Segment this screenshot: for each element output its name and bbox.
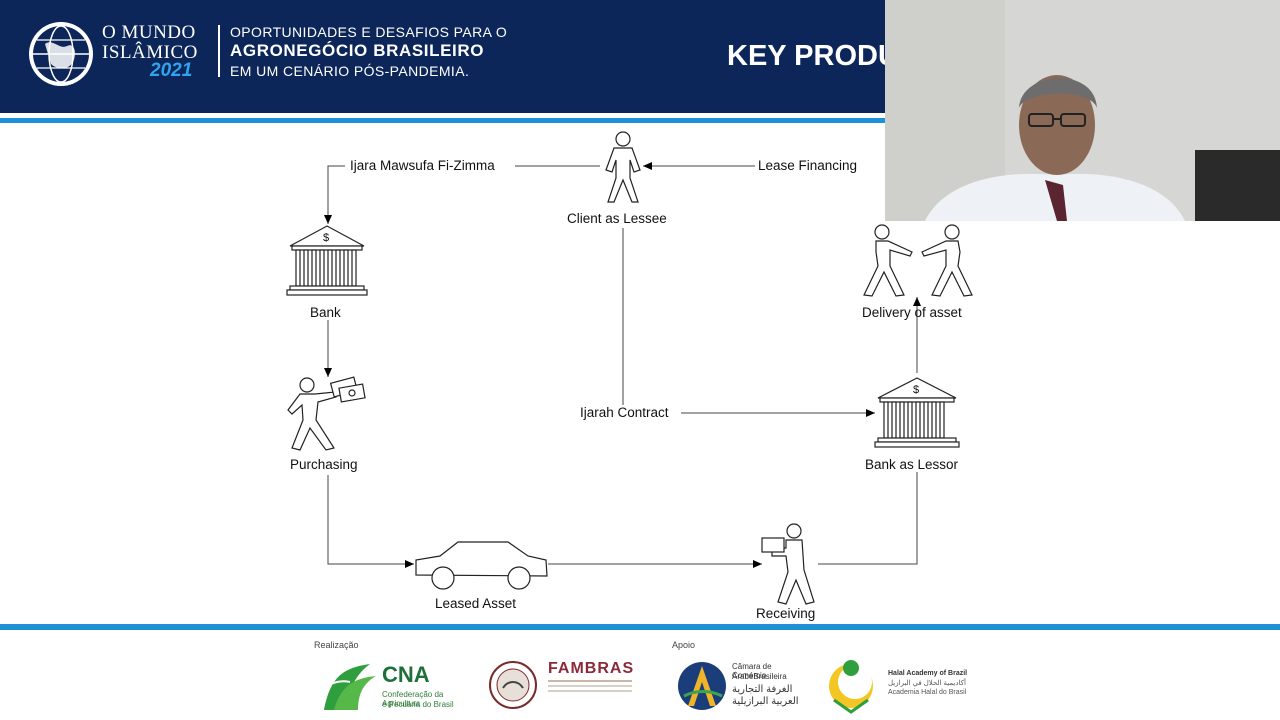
- halal-emblem-icon: [829, 660, 873, 714]
- tagline-line2: AGRONEGÓCIO BRASILEIRO: [230, 41, 485, 60]
- node-label-purchasing: Purchasing: [290, 457, 358, 472]
- header-white-stripe: [0, 113, 1280, 118]
- footer-sponsors: Realização Apoio CNA Confederação da Agr…: [0, 630, 1280, 720]
- node-label-delivery: Delivery of asset: [862, 305, 962, 320]
- car-icon: [415, 541, 548, 590]
- brand-year: 2021: [150, 60, 193, 81]
- globe-logo-icon: [29, 22, 93, 86]
- camara-line1: Câmara de Comércio: [732, 662, 772, 680]
- handshake-people-icon: [863, 224, 973, 297]
- halal-line2: Academia Halal do Brasil: [888, 689, 967, 696]
- bank-dollar-symbol: $: [323, 232, 329, 244]
- brand-title-line2: ISLÂMICO: [102, 42, 198, 63]
- tagline-line1: OPORTUNIDADES E DESAFIOS PARA O: [230, 24, 508, 40]
- camara-arabic2: العربية البرازيلية: [732, 696, 799, 707]
- edge-receiving-to-lessor: [818, 472, 918, 565]
- halal-academy-logo: Halal Academy of Brazil أكاديمية الحلال …: [822, 656, 972, 714]
- fambras-name: FAMBRAS: [548, 660, 635, 677]
- edge-label-lease-financing: Lease Financing: [758, 158, 857, 173]
- cna-sub1: Confederação da Agricultura: [382, 690, 444, 708]
- brand-title-line1: O MUNDO: [102, 22, 196, 43]
- halal-line1: Halal Academy of Brazil: [888, 670, 968, 677]
- camara-logo: Câmara de Comércio ÁrabeBrasileira الغرف…: [676, 658, 806, 714]
- node-label-receiving: Receiving: [756, 606, 815, 621]
- ijarah-flow-diagram: Ijara Mawsufa Fi-Zimma Lease Financing I…: [286, 131, 973, 621]
- cna-leaf-icon: [321, 664, 376, 710]
- receiving-person-icon: [761, 523, 815, 605]
- edge-to-bank: [324, 165, 345, 224]
- bank-building-icon: [286, 225, 368, 296]
- fambras-rule2: [548, 685, 632, 687]
- node-label-bank: Bank: [310, 305, 341, 320]
- fambras-rule: [548, 680, 632, 682]
- apoio-label: Apoio: [672, 640, 696, 650]
- bank-lessor-dollar-symbol: $: [913, 384, 919, 396]
- slide-title: KEY PRODU: [727, 40, 899, 72]
- fambras-rule3: [548, 690, 632, 692]
- presenter-video-icon: [885, 0, 1280, 221]
- cna-logo: CNA Confederação da Agricultura e Pecuár…: [320, 658, 480, 714]
- fambras-logo: FAMBRAS: [488, 658, 638, 714]
- edge-label-ijarah-contract: Ijarah Contract: [580, 405, 669, 420]
- tagline-line3: EM UM CENÁRIO PÓS-PANDEMIA.: [230, 63, 470, 79]
- webcam-video: [885, 0, 1280, 221]
- header-blue-stripe: [0, 118, 1280, 123]
- camara-line2: ÁrabeBrasileira: [732, 672, 787, 681]
- camara-emblem-icon: [678, 662, 726, 710]
- client-person-icon: [605, 131, 641, 203]
- fambras-seal-icon: [489, 661, 537, 709]
- edge-purchasing-to-asset: [327, 475, 414, 568]
- header-divider: [218, 25, 220, 77]
- node-label-bank-lessor: Bank as Lessor: [865, 457, 959, 472]
- cna-name: CNA: [382, 662, 430, 687]
- node-label-leased-asset: Leased Asset: [435, 596, 516, 611]
- node-label-client: Client as Lessee: [567, 211, 667, 226]
- cna-sub2: e Pecuária do Brasil: [382, 700, 454, 709]
- edge-label-ijara-mawsufa: Ijara Mawsufa Fi-Zimma: [350, 158, 495, 173]
- camara-arabic1: الغرفة التجارية: [732, 684, 793, 695]
- realizacao-label: Realização: [314, 640, 359, 650]
- footer-blue-stripe: [0, 624, 1280, 630]
- halal-arabic: أكاديمية الحلال في البرازيل: [888, 680, 966, 687]
- purchasing-person-icon: [287, 376, 366, 451]
- bank-lessor-building-icon: [874, 377, 960, 448]
